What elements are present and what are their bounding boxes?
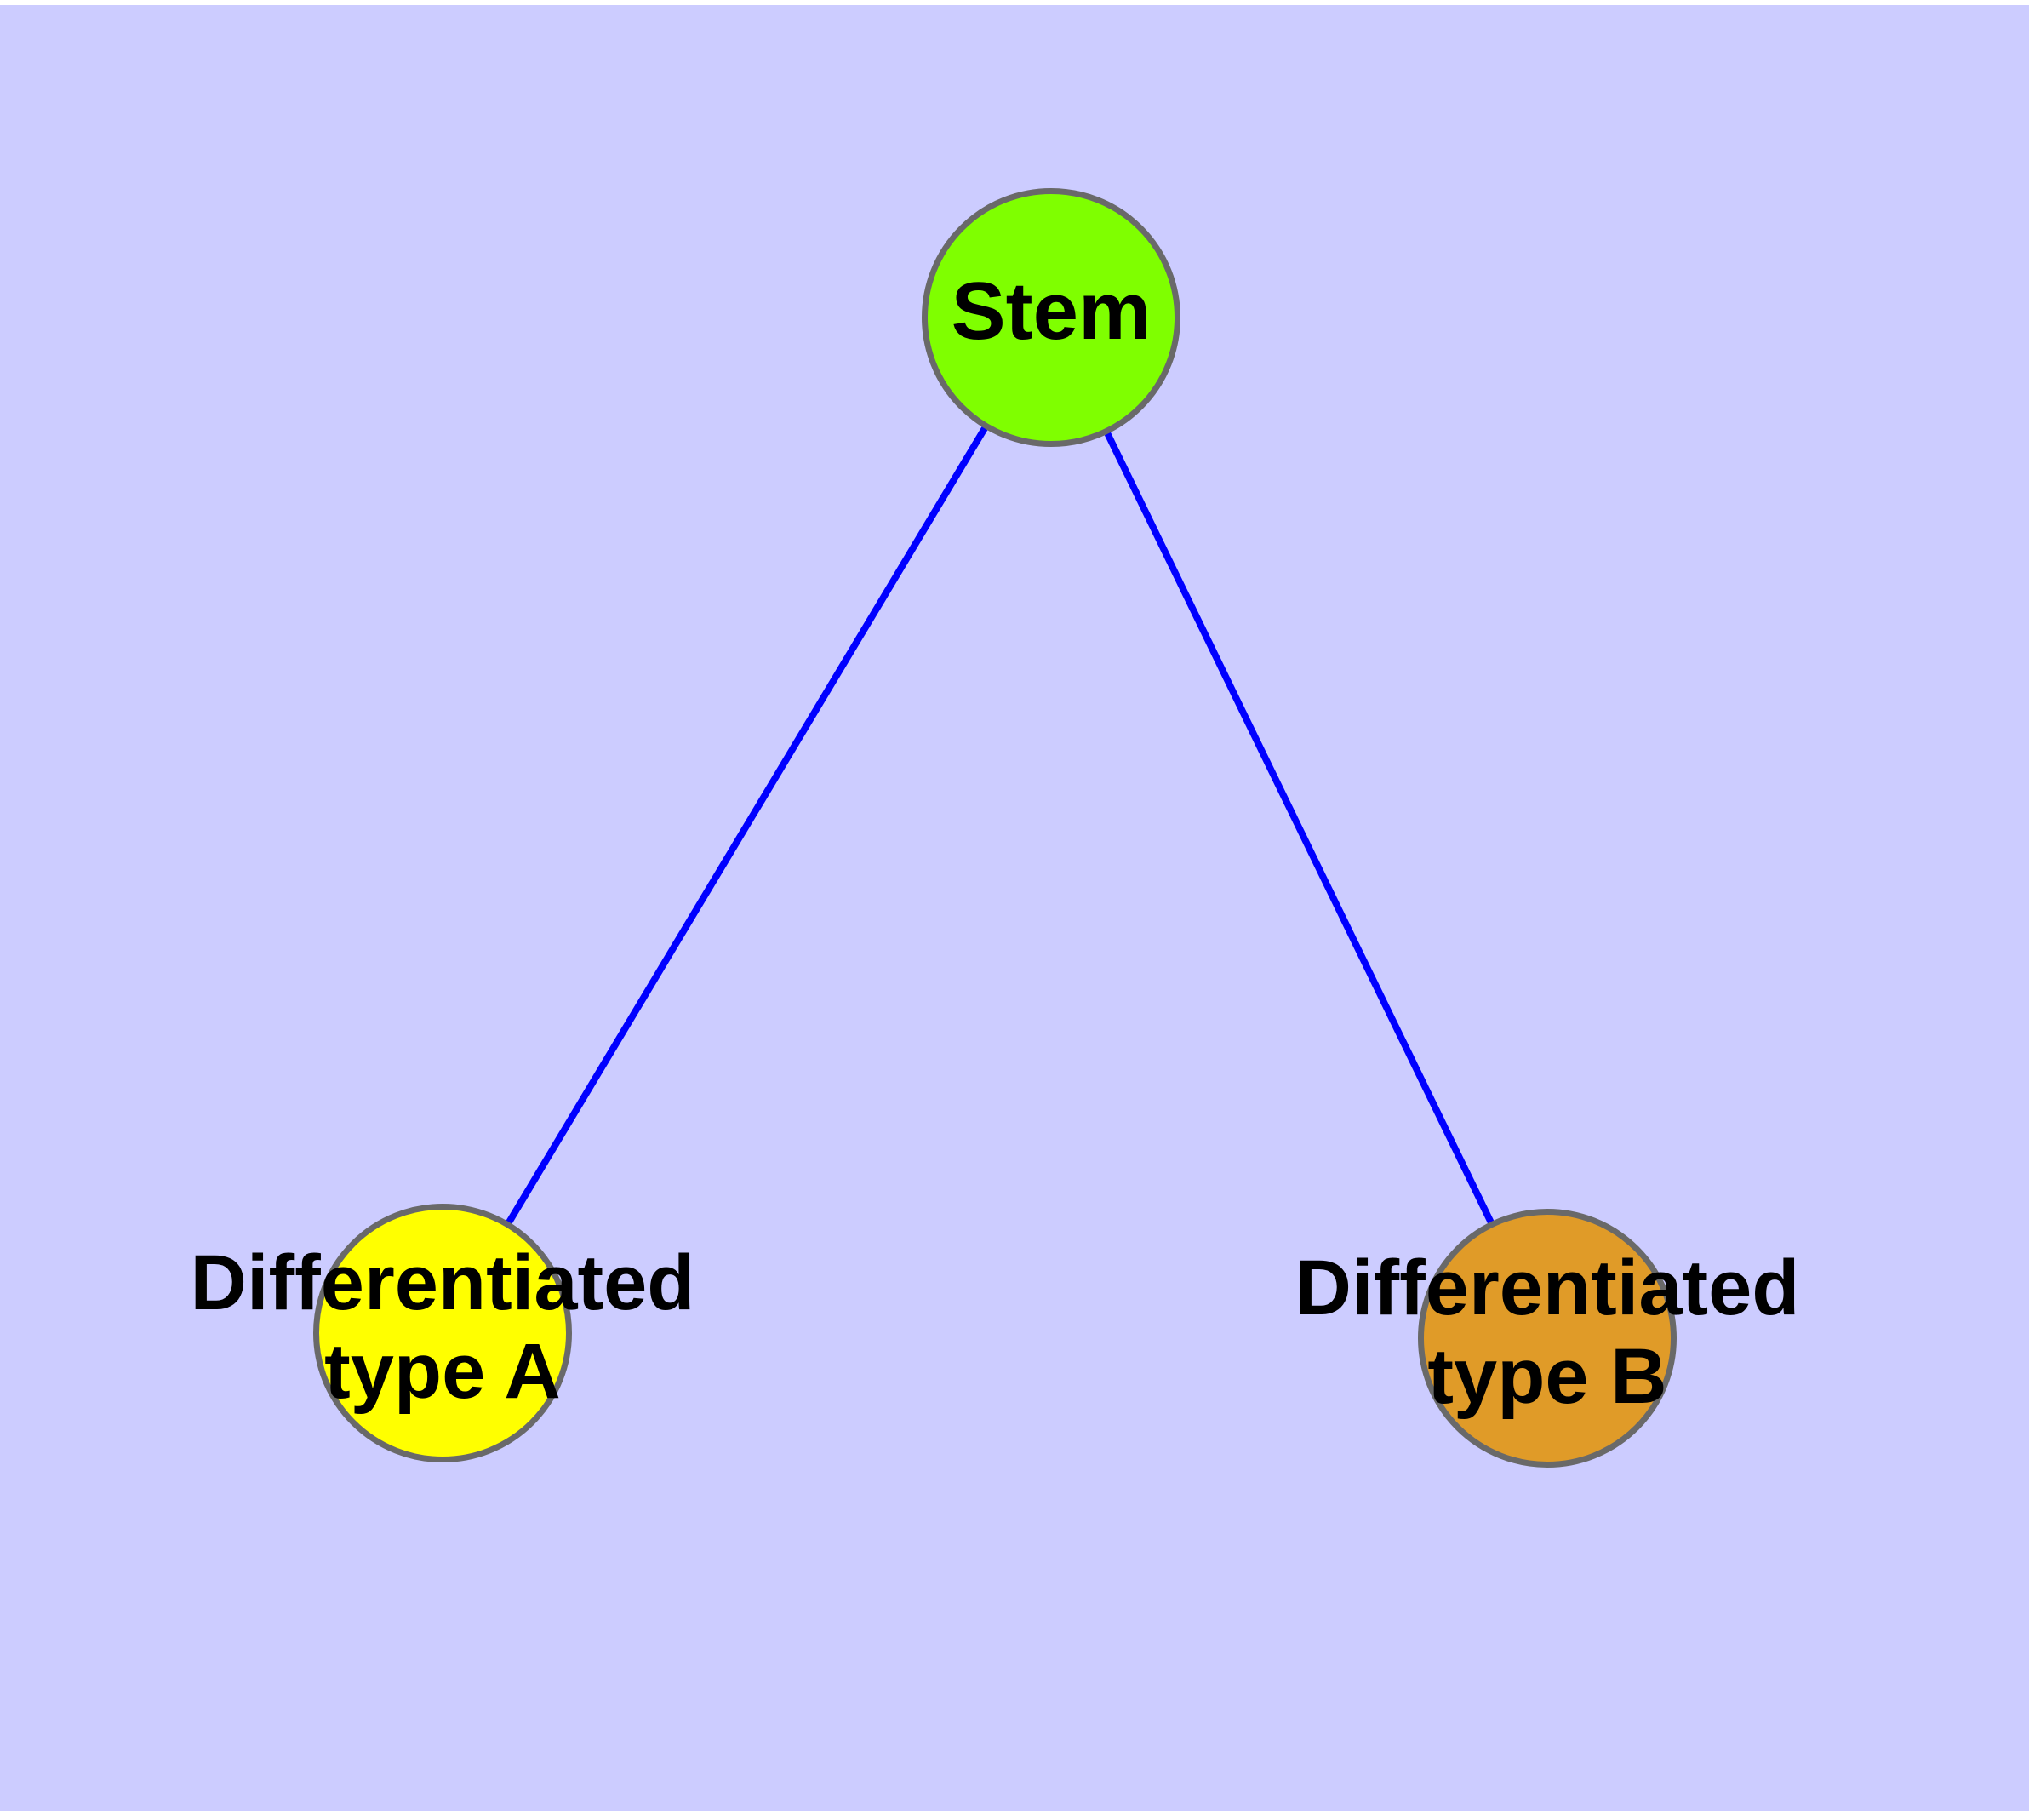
node-label-stem: Stem [952, 266, 1152, 357]
node-differentiated-type-b[interactable] [1418, 1209, 1677, 1468]
node-label-line: Differentiated [1295, 1245, 1800, 1331]
node-differentiated-type-a[interactable] [313, 1204, 572, 1462]
node-label-line: Stem [952, 266, 1152, 357]
edges-layer [504, 423, 1495, 1228]
node-label-line: type A [324, 1328, 561, 1415]
edge-stem-to-differentiated-type-a [504, 423, 990, 1228]
edge-stem-to-differentiated-type-b [1103, 429, 1495, 1227]
node-label-line: Differentiated [191, 1239, 695, 1326]
nodes-layer [313, 188, 1677, 1468]
node-stem[interactable] [922, 188, 1180, 447]
node-label-line: type B [1427, 1333, 1666, 1420]
